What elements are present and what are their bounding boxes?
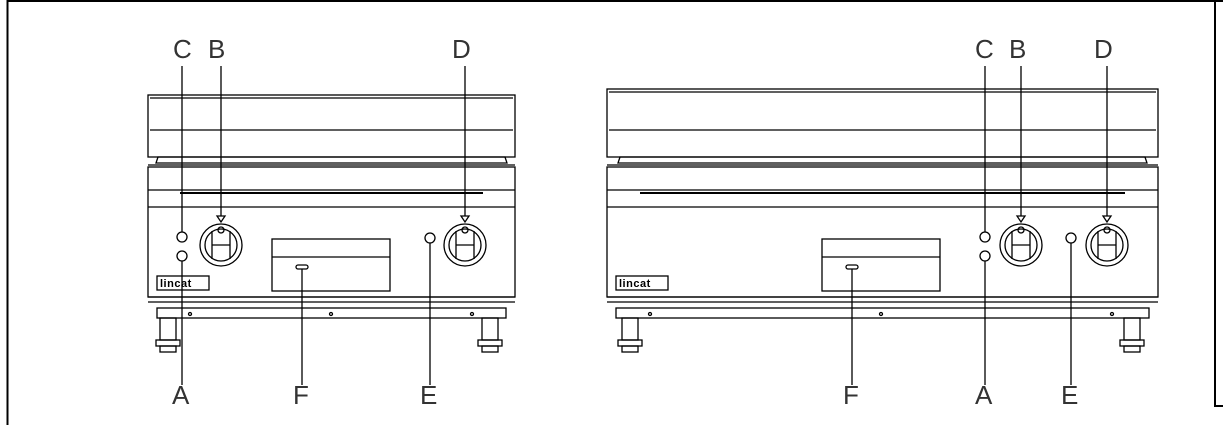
indicator-light-icon [979,231,991,243]
control-knob-icon [443,215,487,267]
label-e: E [1061,380,1078,410]
brand-logo: lincat [160,278,192,290]
label-b: B [208,34,225,64]
griddle-body [606,166,1159,298]
grease-drawer [821,238,941,292]
indicator-light-icon [176,250,188,262]
adjustable-foot-icon [617,317,643,353]
adjustable-foot-icon [155,317,181,353]
adjustable-foot-icon [477,317,503,353]
brand-logo: lincat [619,278,651,290]
indicator-light-icon [1065,232,1077,244]
label-e: E [420,380,437,410]
indicator-light-icon [979,250,991,262]
label-d: D [1094,34,1113,64]
label-d: D [452,34,471,64]
control-knob-icon [999,215,1043,267]
label-f: F [293,380,309,410]
splash-guard [147,94,516,158]
logo-plate [156,275,210,291]
griddle-unit-right [606,66,1159,385]
griddle-unit-left [147,66,516,385]
label-b: B [1009,34,1026,64]
label-a: A [975,380,993,410]
grease-drawer [271,238,391,292]
indicator-light-icon [424,232,436,244]
control-knob-icon [1085,215,1129,267]
label-c: C [173,34,192,64]
indicator-light-icon [176,231,188,243]
griddle-body [147,166,516,298]
adjustable-foot-icon [1119,317,1145,353]
splash-guard [606,88,1159,158]
label-c: C [975,34,994,64]
control-knob-icon [199,215,243,267]
label-f: F [843,380,859,410]
logo-plate [615,275,669,291]
label-a: A [172,380,190,410]
